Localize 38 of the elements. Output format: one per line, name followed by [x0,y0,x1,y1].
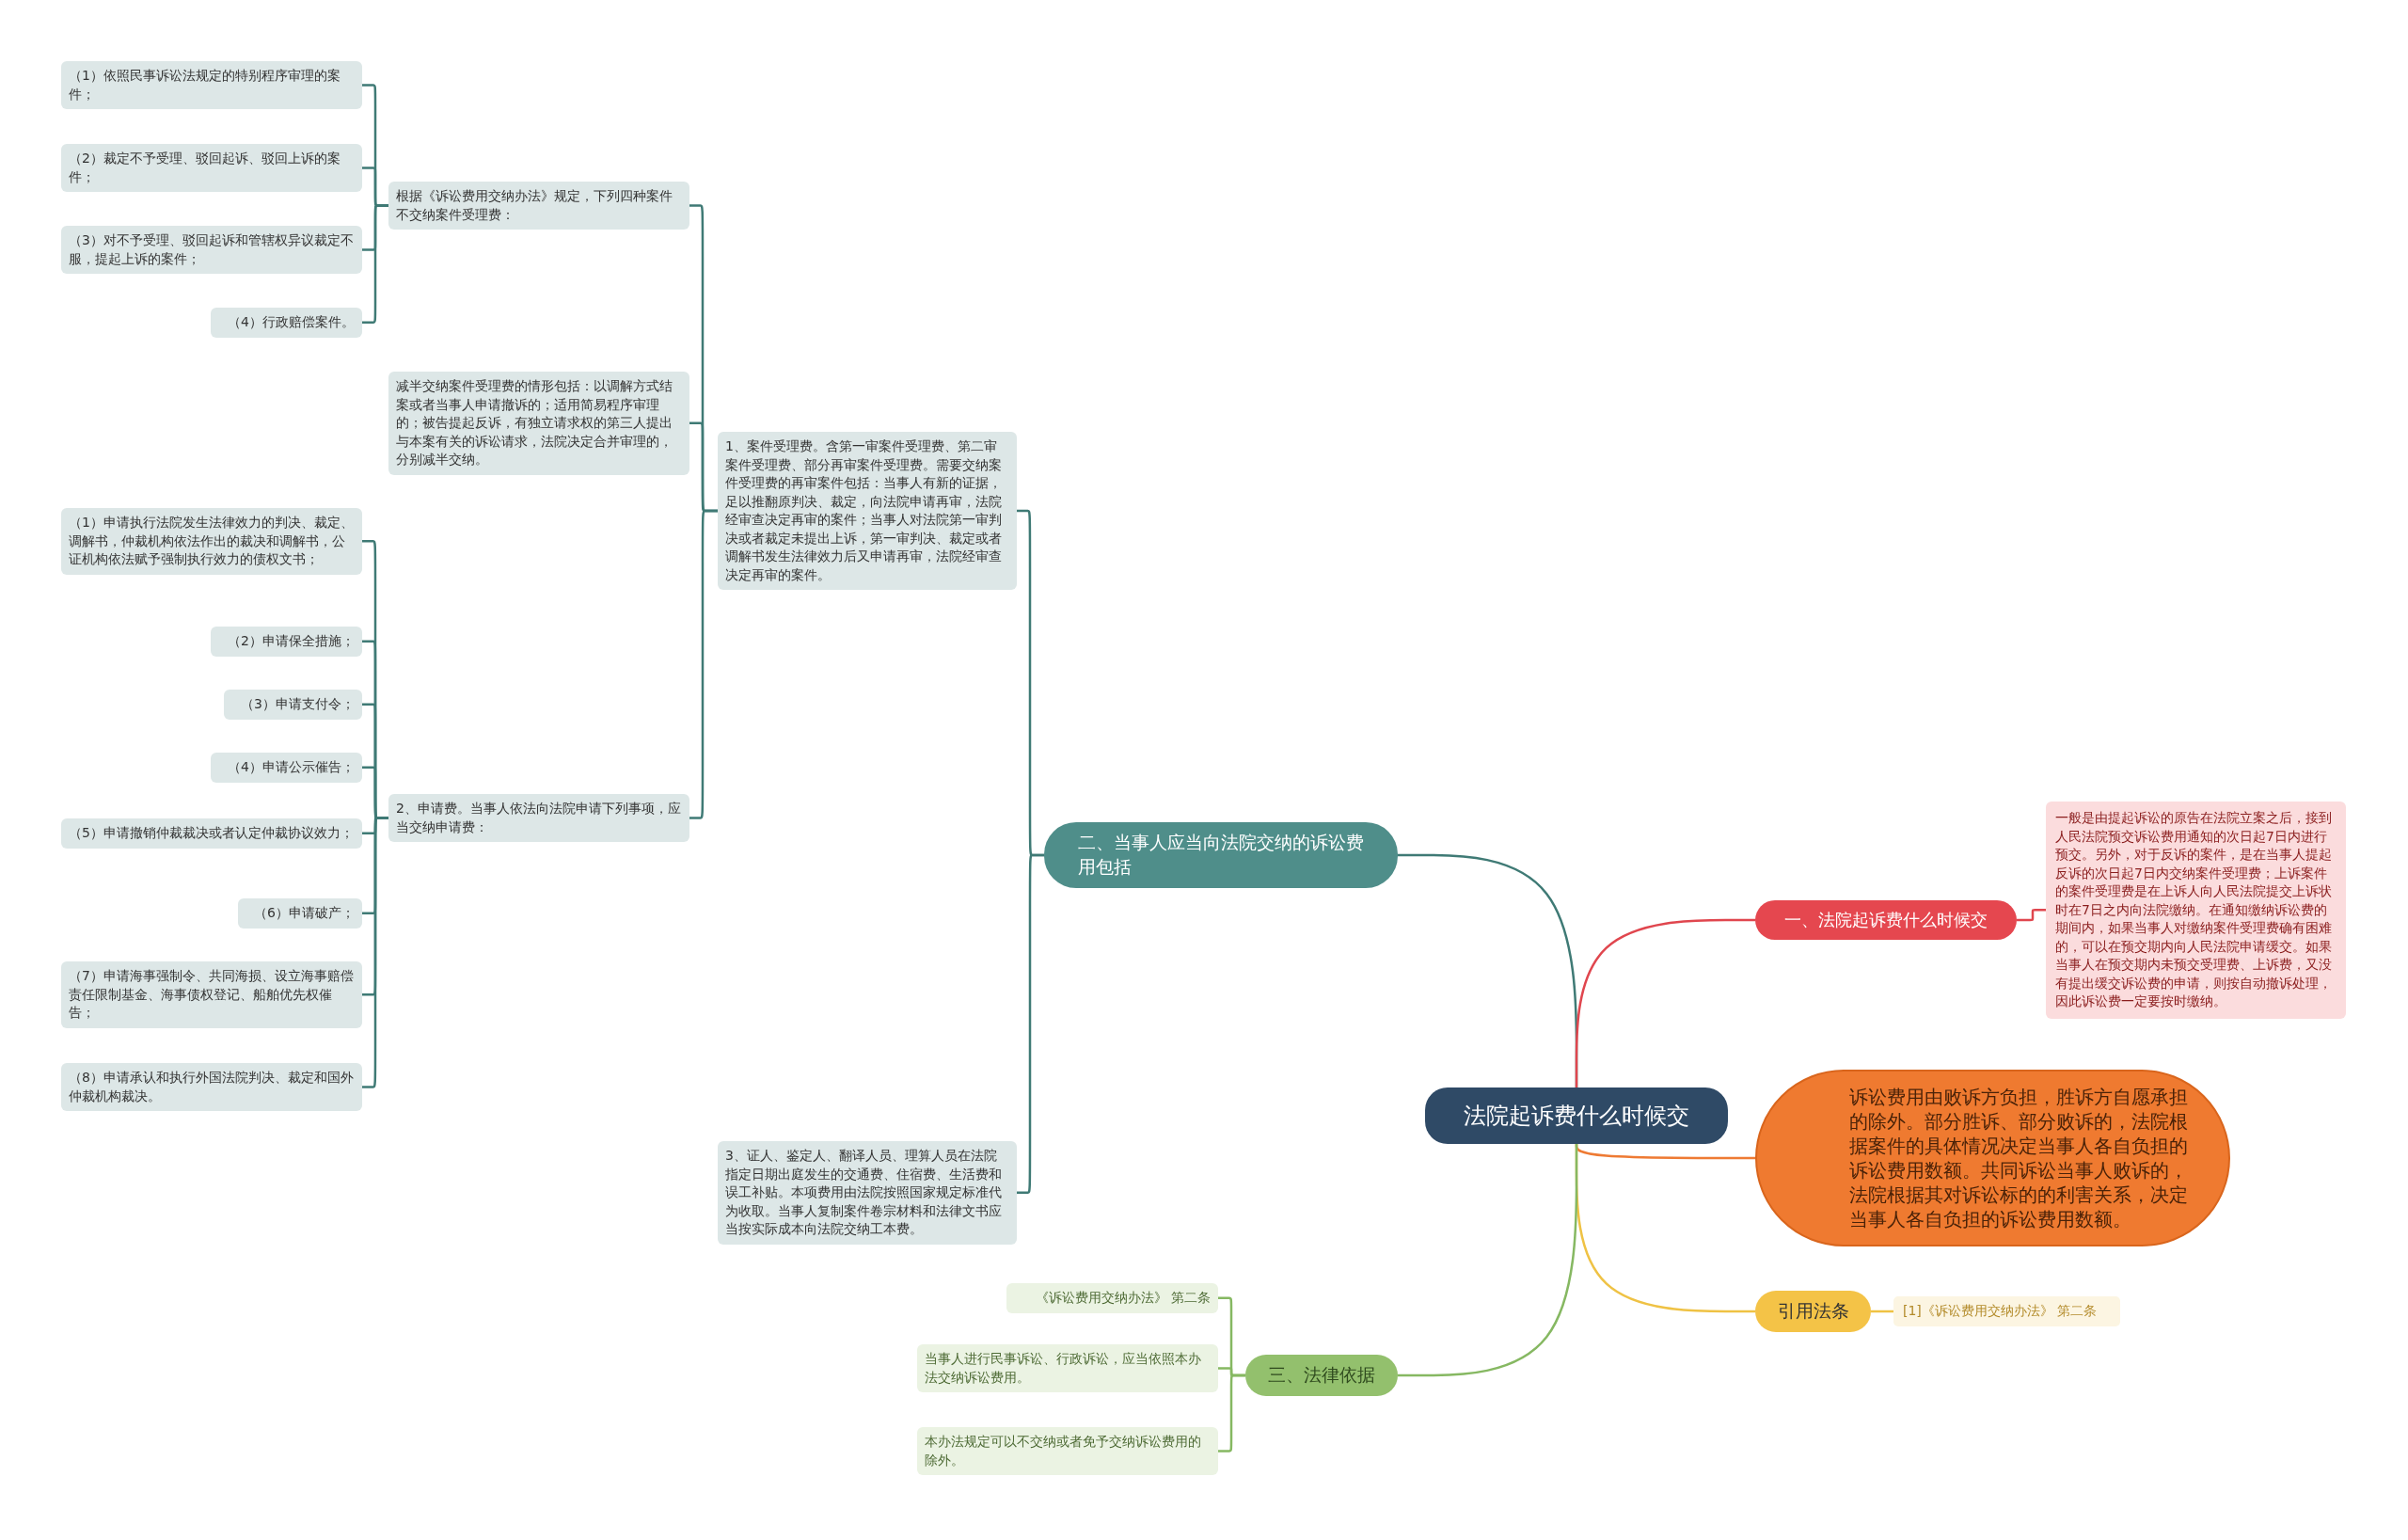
connector-line [1871,1310,1893,1313]
connector-line [689,509,718,819]
branch-topic: 引用法条 [1755,1291,1871,1332]
subtopic-box: 本办法规定可以不交纳或者免予交纳诉讼费用的除外。 [917,1427,1218,1475]
branch-topic: 一、法院起诉费什么时候交 [1755,900,2017,940]
subtopic-box: （2）裁定不予受理、驳回起诉、驳回上诉的案件； [61,144,362,192]
connector-line [2017,909,2046,922]
subtopic-box: （1）依照民事诉讼法规定的特别程序审理的案件； [61,61,362,109]
subtopic-box: （5）申请撤销仲裁裁决或者认定仲裁协议效力； [61,818,362,849]
connector-line [362,204,388,324]
connector-line [1218,1373,1245,1453]
connector-line [1017,853,1044,1194]
central-topic: 法院起诉费什么时候交 [1425,1088,1728,1144]
subtopic-box: 《诉讼费用交纳办法》 第二条 [1006,1283,1218,1313]
connector-line [1575,1144,1755,1160]
subtopic-box: （6）申请破产； [238,898,362,929]
subtopic-box: （3）对不予受理、驳回起诉和管辖权异议裁定不服，提起上诉的案件； [61,226,362,274]
subtopic-box: （1）申请执行法院发生法律效力的判决、裁定、调解书，仲裁机构依法作出的裁决和调解书，公证机构依法赋予强制执行效力的债权文书； [61,508,362,575]
subtopic-box: （3）申请支付令； [224,690,362,720]
subtopic-box: 1、案件受理费。含第一审案件受理费、第二审案件受理费、部分再审案件受理费。需要交纳案件受理费的再审案件包括：当事人有新的证据，足以推翻原判决、裁定，向法院申请再审，法院经审查决定再审的案件；当事人对法院第一审判决或者裁定未提出上诉，第一审判决、裁定或者调解书发生法律效力后又申请再审，法院经审查决定再审的案件。 [718,432,1017,590]
connector-line [1575,918,1755,1088]
subtopic-box: （7）申请海事强制令、共同海损、设立海事赔偿责任限制基金、海事债权登记、船舶优先权催告； [61,961,362,1028]
subtopic-box: （8）申请承认和执行外国法院判决、裁定和国外仲裁机构裁决。 [61,1063,362,1111]
subtopic-box: （4）行政赔偿案件。 [211,308,362,338]
subtopic-box: 根据《诉讼费用交纳办法》规定，下列四种案件不交纳案件受理费： [388,182,689,230]
subtopic-box: 当事人进行民事诉讼、行政诉讼，应当依照本办法交纳诉讼费用。 [917,1344,1218,1392]
subtopic-box: （2）申请保全措施； [211,627,362,657]
branch-topic: 三、法律依据 [1245,1355,1398,1396]
subtopic-box: 3、证人、鉴定人、翻译人员、理算人员在法院指定日期出庭发生的交通费、住宿费、生活费和误工补贴。本项费用由法院按照国家规定标准代为收取。当事人复制案件卷宗材料和法律文书应当按实际成本向法院交纳工本费。 [718,1141,1017,1245]
branch-topic: 诉讼费用由败诉方负担，胜诉方自愿承担的除外。部分胜诉、部分败诉的，法院根据案件的具体情况决定当事人各自负担的诉讼费用数额。共同诉讼当事人败诉的，法院根据其对诉讼标的的利害关系，决定当事人各自负担的诉讼费用数额。 [1755,1070,2230,1246]
subtopic-box: [1]《诉讼费用交纳办法》 第二条 [1893,1296,2120,1326]
connector-line [1398,1144,1578,1377]
connector-line [362,817,388,1088]
subtopic-box: 减半交纳案件受理费的情形包括：以调解方式结案或者当事人申请撤诉的；适用简易程序审理的；被告提起反诉，有独立请求权的第三人提出与本案有关的诉讼请求，法院决定合并审理的，分别减半交纳。 [388,372,689,475]
subtopic-box: （4）申请公示催告； [211,753,362,783]
branch-topic: 二、当事人应当向法院交纳的诉讼费用包括 [1044,822,1398,888]
subtopic-box: 2、申请费。当事人依法向法院申请下列事项，应当交纳申请费： [388,794,689,842]
subtopic-box: 一般是由提起诉讼的原告在法院立案之后，接到人民法院预交诉讼费用通知的次日起7日内进行预交。另外，对于反诉的案件，是在当事人提起反诉的次日起7日内交纳案件受理费；上诉案件的案件受理费是在上诉人向人民法院提交上诉状时在7日之内向法院缴纳。在通知缴纳诉讼费的期间内，如果当事人对缴纳案件受理费确有困难的，可以在预交期内向人民法院申请缓交。如果当事人在预交期内未预交受理费、上诉费，又没有提出缓交诉讼费的申请，则按自动撤诉处理，因此诉讼费一定要按时缴纳。 [2046,802,2346,1019]
